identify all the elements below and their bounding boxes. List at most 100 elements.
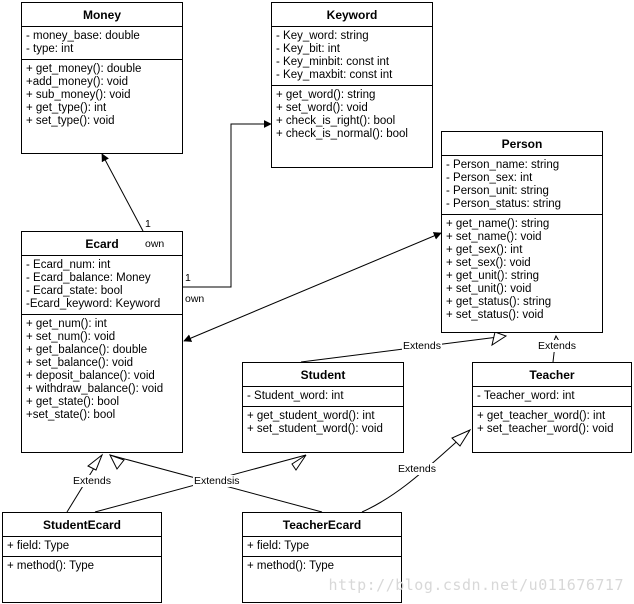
methods: + method(): Type xyxy=(243,557,401,576)
attribute: - Person_sex: int xyxy=(446,172,533,184)
class-title: Keyword xyxy=(272,3,432,27)
method: + set_name(): void xyxy=(446,231,542,243)
class-title: StudentEcard xyxy=(3,513,161,537)
inheritance-triangle-ecard-b xyxy=(108,454,125,470)
class-title: Ecard xyxy=(22,232,182,256)
method: + get_state(): bool xyxy=(26,396,120,408)
attribute: -Ecard_keyword: Keyword xyxy=(26,298,161,310)
method: + set_balance(): void xyxy=(26,357,134,369)
attributes: - Student_word: int xyxy=(243,387,403,407)
attribute: - Ecard_state: bool xyxy=(26,285,123,297)
method: + check_is_normal(): bool xyxy=(276,128,408,140)
attributes: - money_base: double - type: int xyxy=(22,27,182,60)
attribute: - Key_minbit: const int xyxy=(276,56,390,68)
class-title: Student xyxy=(243,363,403,387)
class-teacherecard[interactable]: TeacherEcard + field: Type + method(): T… xyxy=(242,512,402,603)
attribute: - Person_name: string xyxy=(446,159,560,171)
class-money[interactable]: Money - money_base: double - type: int +… xyxy=(21,2,183,154)
method: + withdraw_balance(): void xyxy=(26,383,164,395)
attribute: - Key_bit: int xyxy=(276,43,340,55)
method: + get_unit(): string xyxy=(446,270,540,282)
attribute: - Teacher_word: int xyxy=(477,390,575,402)
class-keyword[interactable]: Keyword - Key_word: string - Key_bit: in… xyxy=(271,2,433,168)
class-ecard[interactable]: Ecard - Ecard_num: int - Ecard_balance: … xyxy=(21,231,183,453)
method: + get_teacher_word(): int xyxy=(477,410,606,422)
extends-label-teacherecard-teacher: Extends xyxy=(397,463,437,475)
association-ecard-money xyxy=(101,153,144,232)
method: + get_name(): string xyxy=(446,218,550,230)
method: +set_state(): bool xyxy=(26,409,116,421)
method: + method(): Type xyxy=(247,560,335,572)
attributes: - Key_word: string - Key_bit: int - Key_… xyxy=(272,27,432,86)
extends-label-teacher-person: Extends xyxy=(537,340,577,352)
method: + get_money(): double xyxy=(26,63,142,75)
methods: + get_num(): int + set_num(): void + get… xyxy=(22,315,182,425)
method: + set_type(): void xyxy=(26,115,115,127)
method: + check_is_right(): bool xyxy=(276,115,396,127)
role-label-own-money: own xyxy=(145,238,165,250)
method: + method(): Type xyxy=(7,560,95,572)
attribute: - money_base: double xyxy=(26,30,140,42)
role-label-own-keyword: own xyxy=(185,293,205,305)
attributes: - Person_name: string - Person_sex: int … xyxy=(442,156,602,215)
methods: + method(): Type xyxy=(3,557,161,576)
method: + deposit_balance(): void xyxy=(26,370,155,382)
attribute: - Ecard_balance: Money xyxy=(26,272,151,284)
class-studentecard[interactable]: StudentEcard + field: Type + method(): T… xyxy=(2,512,162,603)
class-person[interactable]: Person - Person_name: string - Person_se… xyxy=(441,131,603,333)
methods: + get_money(): double +add_money(): void… xyxy=(22,60,182,131)
attribute: - Ecard_num: int xyxy=(26,259,111,271)
multiplicity-label-money: 1 xyxy=(145,218,151,230)
association-ecard-person xyxy=(183,232,442,342)
multiplicity-label-keyword: 1 xyxy=(185,272,191,284)
attribute: - Key_word: string xyxy=(276,30,369,42)
attribute: - Person_unit: string xyxy=(446,185,549,197)
attribute: - Student_word: int xyxy=(247,390,344,402)
method: + sub_money(): void xyxy=(26,89,131,101)
extends-label-overlap: Extendsis xyxy=(193,475,241,487)
class-title: TeacherEcard xyxy=(243,513,401,537)
class-title: Teacher xyxy=(473,363,631,387)
method: + get_balance(): double xyxy=(26,344,148,356)
inheritance-triangle-student xyxy=(291,454,307,471)
methods: + get_student_word(): int + set_student_… xyxy=(243,407,403,439)
methods: + get_name(): string + set_name(): void … xyxy=(442,215,602,325)
method: + get_status(): string xyxy=(446,296,552,308)
attribute: + field: Type xyxy=(7,540,70,552)
attribute: - type: int xyxy=(26,43,74,55)
method: + get_sex(): int xyxy=(446,244,523,256)
method: + set_student_word(): void xyxy=(247,423,383,435)
association-ecard-keyword xyxy=(183,120,272,288)
method: + set_num(): void xyxy=(26,331,116,343)
class-title: Person xyxy=(442,132,602,156)
extends-label-student-person: Extends xyxy=(402,340,442,352)
method: + get_type(): int xyxy=(26,102,107,114)
class-teacher[interactable]: Teacher - Teacher_word: int + get_teache… xyxy=(472,362,632,453)
methods: + get_teacher_word(): int + set_teacher_… xyxy=(473,407,631,439)
method: +add_money(): void xyxy=(26,76,128,88)
inheritance-triangle-teacher xyxy=(451,428,472,447)
generalization-teacherecard-teacher xyxy=(361,436,463,513)
method: + set_sex(): void xyxy=(446,257,531,269)
inheritance-triangle-ecard-a xyxy=(87,453,104,471)
attributes: + field: Type xyxy=(3,537,161,557)
method: + set_teacher_word(): void xyxy=(477,423,614,435)
extends-label-studentecard-ecard: Extends xyxy=(72,475,112,487)
attribute: - Key_maxbit: const int xyxy=(276,69,393,81)
methods: + get_word(): string + set_word(): void … xyxy=(272,86,432,144)
attributes: - Ecard_num: int - Ecard_balance: Money … xyxy=(22,256,182,315)
method: + set_word(): void xyxy=(276,102,368,114)
inheritance-triangle-person-left xyxy=(491,331,508,347)
method: + get_word(): string xyxy=(276,89,376,101)
method: + get_num(): int xyxy=(26,318,107,330)
attributes: + field: Type xyxy=(243,537,401,557)
watermark: http://blog.csdn.net/u011676717 xyxy=(328,576,624,594)
attribute: + field: Type xyxy=(247,540,310,552)
attributes: - Teacher_word: int xyxy=(473,387,631,407)
class-title: Money xyxy=(22,3,182,27)
attribute: - Person_status: string xyxy=(446,198,562,210)
method: + set_unit(): void xyxy=(446,283,532,295)
method: + get_student_word(): int xyxy=(247,410,375,422)
method: + set_status(): void xyxy=(446,309,544,321)
class-student[interactable]: Student - Student_word: int + get_studen… xyxy=(242,362,404,453)
